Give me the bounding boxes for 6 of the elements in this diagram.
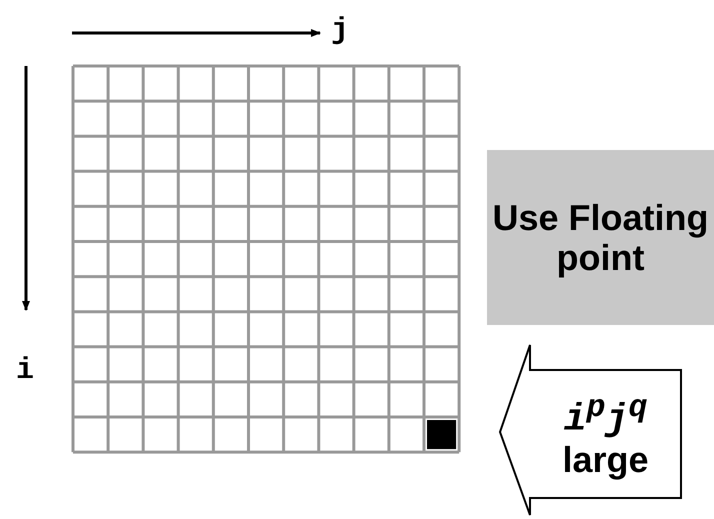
formula-text: i$^{p}$j$^{q}$: [564, 388, 648, 440]
note-box: [487, 150, 714, 325]
node-text: Use Floating point: [491, 198, 710, 278]
axis-label: j: [331, 16, 350, 46]
node-text: large: [562, 440, 649, 480]
axis-label: i: [16, 356, 34, 386]
